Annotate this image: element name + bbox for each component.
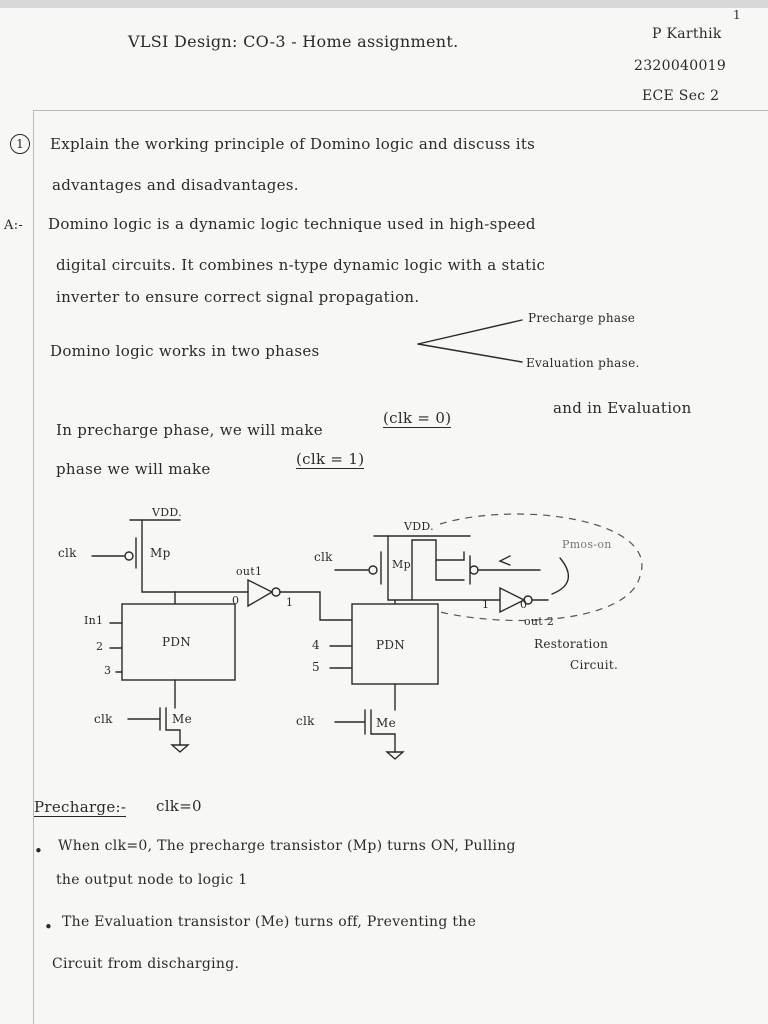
out1-label: out1 <box>236 565 263 578</box>
precharge-condition: clk=0 <box>156 797 202 815</box>
question-line-2: advantages and disadvantages. <box>52 176 299 194</box>
clk-line-1c: and in Evaluation <box>553 399 692 417</box>
margin-rule <box>33 110 34 1024</box>
in5-label: 5 <box>312 660 320 674</box>
keeper-drain <box>435 559 465 581</box>
answer-line-1: Domino logic is a dynamic logic techniqu… <box>48 215 536 233</box>
question-number: 1 <box>10 134 30 154</box>
out1-to-pdn-right <box>279 591 353 621</box>
phase-precharge: Precharge phase <box>528 311 636 325</box>
mp-right-label: Mp <box>392 558 411 571</box>
clk-line-2a: phase we will make <box>56 460 211 478</box>
bullet-2-line-1: The Evaluation transistor (Me) turns off… <box>62 914 477 930</box>
bullet-1-line-1: When clk=0, The precharge transistor (Mp… <box>58 838 516 854</box>
clk-mp-left-label: clk <box>58 546 77 560</box>
me-right-label: Me <box>376 716 396 730</box>
keeper-bubble <box>469 565 479 575</box>
ground-right <box>385 751 405 760</box>
bullet-1-dot: • <box>34 842 44 860</box>
me-left-label: Me <box>172 712 192 726</box>
clk-me-left-label: clk <box>94 712 113 726</box>
mp-right-bubble <box>368 565 378 575</box>
mp-left-bubble <box>124 551 134 561</box>
page-number: 1 <box>733 8 741 22</box>
top-edge-strip <box>0 0 768 8</box>
me-right-source <box>370 733 396 753</box>
student-section: ECE Sec 2 <box>642 88 720 104</box>
clk-mp-right-label: clk <box>314 550 333 564</box>
out1-zero-label: 0 <box>232 594 240 607</box>
clk-me-right-label: clk <box>296 714 315 728</box>
out1-one-label: 1 <box>286 596 294 609</box>
student-roll: 2320040019 <box>634 58 727 74</box>
answer-line-2: digital circuits. It combines n-type dyn… <box>56 256 546 274</box>
in3-label: 3 <box>104 664 112 677</box>
answer-line-3: inverter to ensure correct signal propag… <box>56 288 420 306</box>
header-rule <box>33 110 768 111</box>
phase-branch-upper <box>417 319 523 345</box>
mp-left-label: Mp <box>150 546 171 560</box>
inverter-right <box>499 586 526 614</box>
restoration-boundary <box>439 513 643 622</box>
phase-evaluation: Evaluation phase. <box>526 356 640 370</box>
vdd-right-label: VDD. <box>404 520 434 533</box>
phases-intro: Domino logic works in two phases <box>50 342 320 360</box>
clk-line-1b: (clk = 0) <box>383 409 452 428</box>
vdd-left-label: VDD. <box>152 506 182 519</box>
restoration-label-1: Restoration <box>534 637 609 651</box>
bullet-2-line-2: Circuit from discharging. <box>52 956 240 972</box>
pdn-right-label: PDN <box>376 638 406 652</box>
me-left-source <box>165 729 181 746</box>
pmos-on-arrowhead <box>498 555 511 566</box>
question-line-1: Explain the working principle of Domino … <box>50 135 536 153</box>
pmos-on-arrow <box>551 557 570 595</box>
in4-label: 4 <box>312 638 320 652</box>
clk-line-2b: (clk = 1) <box>296 450 365 469</box>
bullet-1-line-2: the output node to logic 1 <box>56 872 248 888</box>
precharge-heading: Precharge:- <box>34 798 127 817</box>
pdn-left-box <box>121 603 236 681</box>
answer-marker: A:- <box>4 218 24 233</box>
clk-line-1a: In precharge phase, we will make <box>56 421 323 439</box>
restoration-label-2: Circuit. <box>570 658 619 672</box>
inverter-left <box>247 578 274 608</box>
keeper-source <box>411 539 465 561</box>
page-title: VLSI Design: CO-3 - Home assignment. <box>128 32 459 51</box>
phase-branch-lower <box>417 343 523 363</box>
ground-left <box>170 744 190 753</box>
bullet-2-dot: • <box>44 918 54 936</box>
in1-label: In1 <box>84 614 104 627</box>
in2-label: 2 <box>96 640 104 653</box>
out2-one-label: 1 <box>482 598 490 611</box>
pmos-on-label: Pmos-on <box>562 538 612 551</box>
out2-label: out 2 <box>524 615 555 628</box>
pdn-left-label: PDN <box>162 635 192 649</box>
student-name: P Karthik <box>652 26 722 42</box>
mp-left-drain <box>141 567 176 593</box>
out2-zero-label: 0 <box>520 598 528 611</box>
